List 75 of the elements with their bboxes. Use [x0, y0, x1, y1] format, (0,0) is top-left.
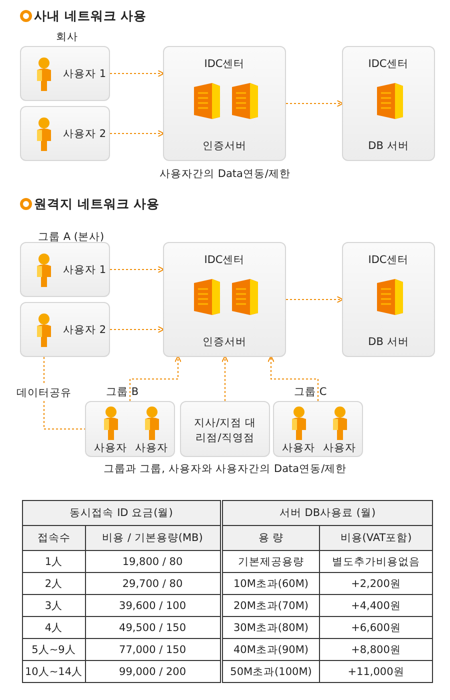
- node-label: 사용자: [134, 441, 169, 455]
- table-cell: 10M초과(60M): [222, 572, 320, 594]
- arrow: [286, 296, 344, 303]
- node-box: [163, 242, 286, 357]
- node-label: 사용자: [93, 441, 128, 455]
- column-header: 비용 / 기본용량(MB): [85, 526, 220, 550]
- table-header: 동시접속 ID 요금(월): [22, 500, 220, 526]
- arrow: [130, 356, 182, 402]
- node-box: [180, 401, 270, 457]
- table-cell: 3人: [22, 594, 86, 616]
- table-cell: +11,000원: [320, 660, 432, 682]
- node-box: [20, 106, 110, 161]
- table-header: 서버 DB사용료 (월): [222, 500, 432, 526]
- arrow: [110, 130, 164, 137]
- node-box: [342, 242, 435, 357]
- node-label: 사용자: [281, 441, 316, 455]
- group-label: 회사: [56, 30, 78, 44]
- group-label: 그룹 A (본사): [38, 230, 104, 244]
- node-label: DB 서버: [367, 335, 410, 349]
- table-cell: 50M초과(100M): [222, 660, 320, 682]
- table-cell: 5人~9人: [22, 638, 86, 660]
- table-cell: 20M초과(70M): [222, 594, 320, 616]
- node-label: 인증서버: [202, 335, 248, 349]
- table-cell: 40M초과(90M): [222, 638, 320, 660]
- column-header: 접속수: [22, 526, 86, 550]
- table-cell: 별도추가비용없음: [320, 550, 432, 572]
- table-cell: 99,000 / 200: [85, 660, 220, 682]
- node-label: 사용자 1: [63, 263, 106, 277]
- column-header: 용 량: [222, 526, 320, 550]
- node-box: [20, 242, 110, 297]
- box-title: IDC센터: [203, 57, 246, 71]
- group-label: 그룹 B: [106, 385, 139, 399]
- node-label: 사용자 2: [63, 127, 106, 141]
- node-label: 지사/지점 대리점/직영점: [193, 416, 257, 446]
- box-title: IDC센터: [203, 253, 246, 267]
- table-cell: 30M초과(80M): [222, 616, 320, 638]
- table-cell: 49,500 / 150: [85, 616, 220, 638]
- section-heading: 사내 네트워크 사용: [34, 8, 147, 25]
- box-title: IDC센터: [367, 57, 410, 71]
- node-box: [342, 46, 435, 161]
- table-cell: 기본제공용량: [222, 550, 320, 572]
- column-header: 비용(VAT포함): [320, 526, 432, 550]
- table-cell: 1人: [22, 550, 86, 572]
- edge-label: 데이터공유: [16, 385, 72, 401]
- table-cell: 39,600 / 100: [85, 594, 220, 616]
- node-box: [163, 46, 286, 161]
- arrow: [222, 356, 228, 402]
- table-cell: +2,200원: [320, 572, 432, 594]
- table-cell: 4人: [22, 616, 86, 638]
- node-box: [20, 302, 110, 357]
- table-cell: +4,400원: [320, 594, 432, 616]
- connector-line: [44, 356, 86, 430]
- group-label: 그룹 C: [294, 385, 327, 399]
- table-cell: 29,700 / 80: [85, 572, 220, 594]
- box-title: IDC센터: [367, 253, 410, 267]
- caption: 사용자간의 Data연동/제한: [158, 167, 292, 181]
- arrow: [286, 100, 344, 107]
- node-label: 사용자 2: [63, 323, 106, 337]
- table-cell: +6,600원: [320, 616, 432, 638]
- table-cell: 10人~14人: [22, 660, 86, 682]
- node-label: DB 서버: [367, 139, 410, 153]
- node-label: 사용자 1: [63, 67, 106, 81]
- arrow: [268, 356, 318, 402]
- table-cell: 77,000 / 150: [85, 638, 220, 660]
- node-box: [20, 46, 110, 101]
- caption: 그룹과 그룹, 사용자와 사용자간의 Data연동/제한: [102, 462, 348, 476]
- node-label: 인증서버: [202, 139, 248, 153]
- arrow: [110, 266, 164, 273]
- node-label: 사용자: [322, 441, 357, 455]
- table-cell: 2人: [22, 572, 86, 594]
- arrow: [110, 70, 164, 77]
- section-heading: 원격지 네트워크 사용: [34, 196, 160, 213]
- table-cell: 19,800 / 80: [85, 550, 220, 572]
- table-cell: +8,800원: [320, 638, 432, 660]
- arrow: [110, 326, 164, 333]
